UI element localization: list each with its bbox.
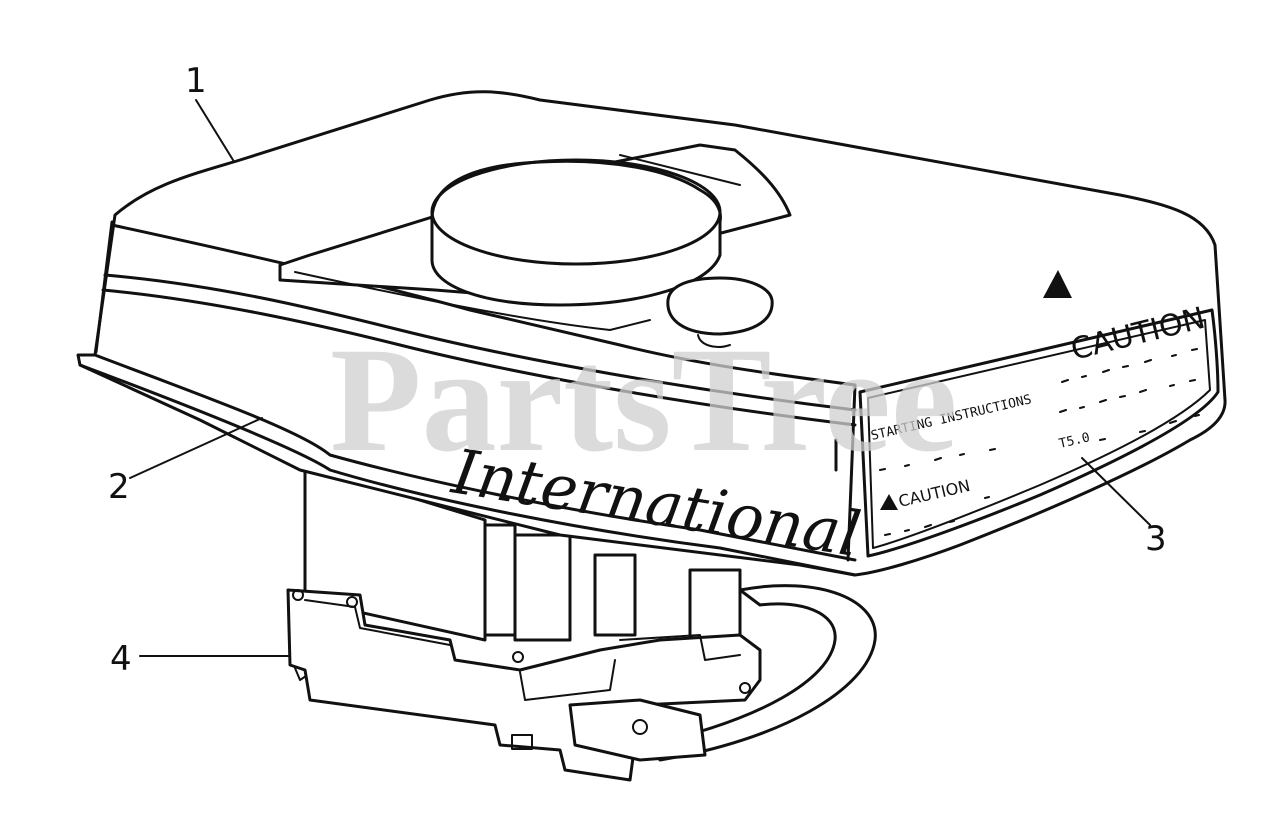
callout-leaders [129, 99, 1151, 657]
callout-number-3: 3 [1145, 519, 1167, 559]
engine-base-part-4 [286, 463, 877, 782]
leader-line-1 [195, 99, 234, 161]
leader-line-3 [1081, 457, 1151, 526]
decal-line-code: T5.0 [1058, 430, 1092, 452]
callout-number-4: 4 [110, 639, 132, 679]
callout-number-1: 1 [185, 61, 207, 101]
leader-line-2 [129, 417, 263, 479]
callout-number-2: 2 [108, 467, 130, 507]
caution-decal-part-3 [858, 270, 1220, 558]
decal-fine-print-marks [879, 348, 1200, 536]
watermark-text: PartsTree [330, 317, 957, 483]
